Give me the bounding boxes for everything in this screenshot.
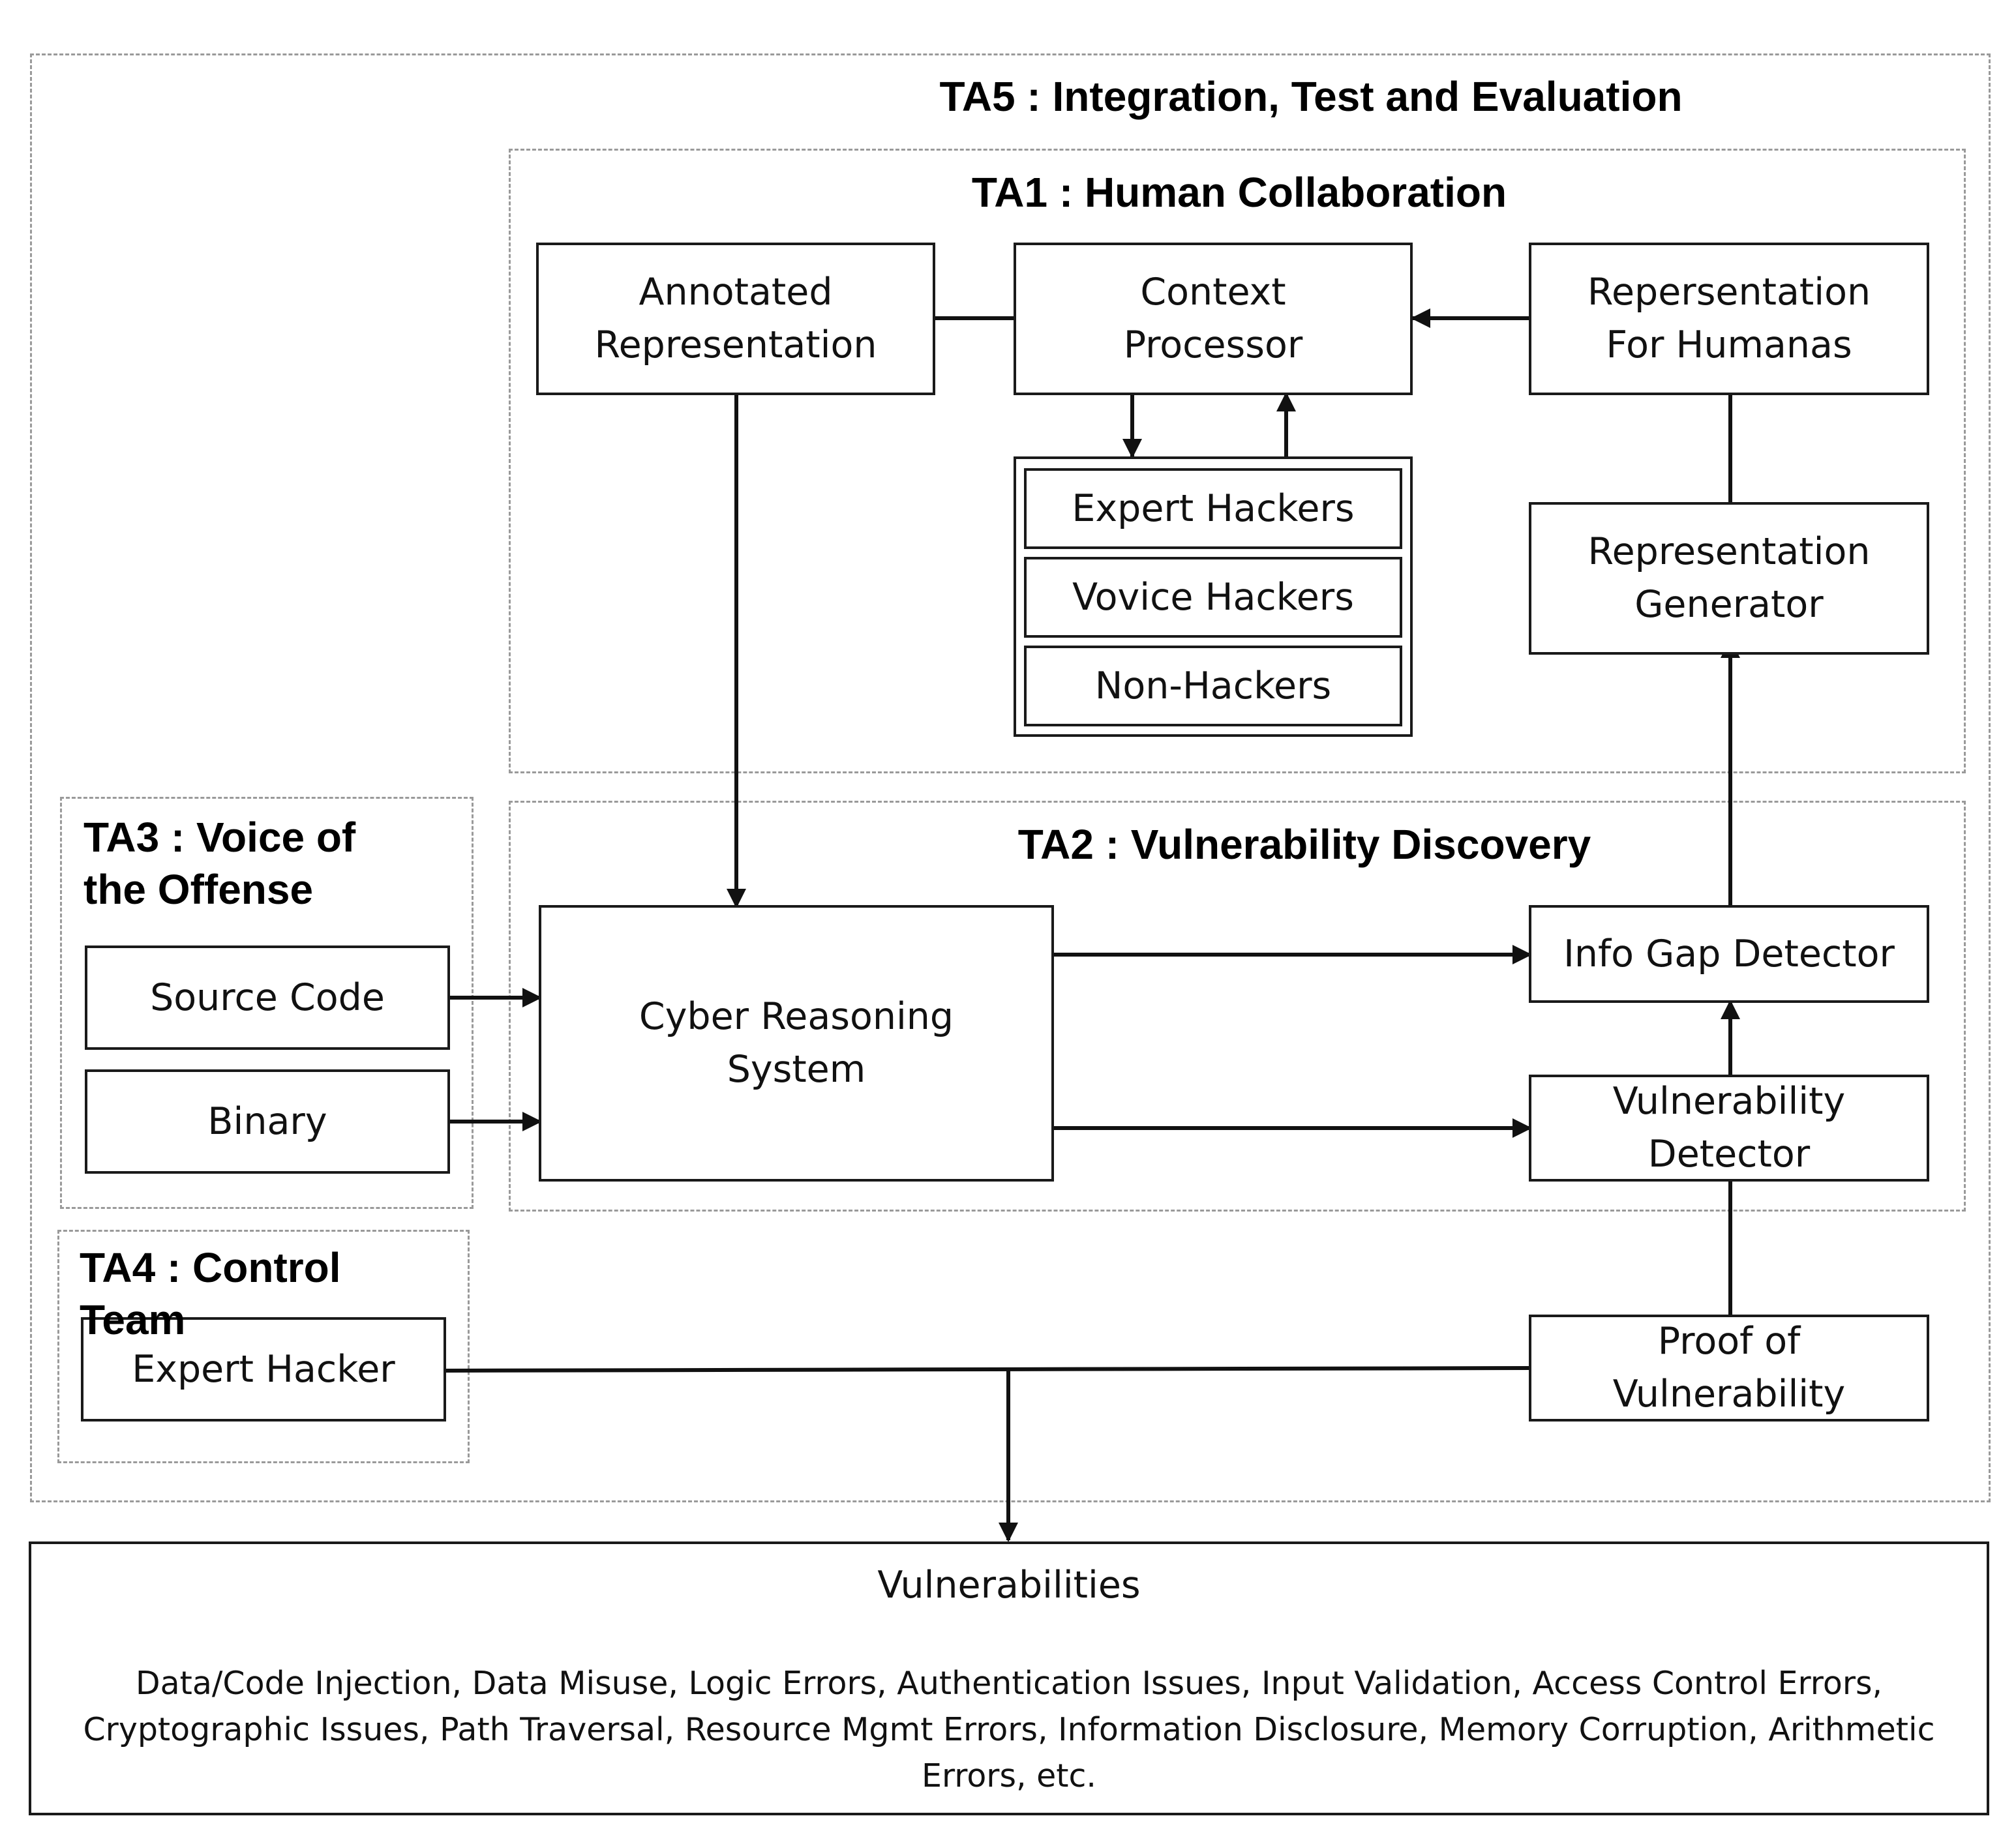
ta3-group (60, 797, 474, 1209)
info-gap-detector-node: Info Gap Detector (1529, 905, 1929, 1003)
vulnerability-detector-node: Vulnerability Detector (1529, 1075, 1929, 1182)
cyber-reasoning-system-node: Cyber Reasoning System (539, 905, 1054, 1182)
non-hackers-node: Non-Hackers (1024, 646, 1402, 726)
ta1-group (509, 149, 1966, 773)
ta2-title: TA2 : Vulnerability Discovery (1017, 821, 1591, 868)
representation-generator-node: Representation Generator (1529, 502, 1929, 655)
vulnerabilities-list: Data/Code Injection, Data Misuse, Logic … (83, 1665, 1935, 1795)
binary-node: Binary (85, 1069, 450, 1174)
ta4-title: TA4 : Control Team (80, 1244, 341, 1343)
ta3-title: TA3 : Voice of the Offense (83, 814, 356, 913)
ta4-group (57, 1230, 470, 1463)
ta2-group (509, 801, 1966, 1212)
source-code-node: Source Code (85, 945, 450, 1050)
context-processor-node: Context Processor (1014, 243, 1413, 395)
expert-hacker-node: Expert Hacker (81, 1317, 446, 1422)
ta5-title: TA5 : Integration, Test and Evaluation (939, 73, 1683, 120)
ta1-title: TA1 : Human Collaboration (971, 169, 1507, 216)
proof-of-vulnerability-node: Proof of Vulnerability (1529, 1315, 1929, 1422)
expert-hackers-node: Expert Hackers (1024, 468, 1402, 549)
novice-hackers-node: Vovice Hackers (1024, 557, 1402, 638)
representation-for-humans-node: Repersentation For Humanas (1529, 243, 1929, 395)
annotated-representation-node: Annotated Representation (536, 243, 935, 395)
vulnerabilities-box: Vulnerabilities Data/Code Injection, Dat… (29, 1541, 1989, 1815)
edge-expert-to-proof (444, 1366, 1531, 1373)
vulnerabilities-title: Vulnerabilities (877, 1564, 1141, 1607)
